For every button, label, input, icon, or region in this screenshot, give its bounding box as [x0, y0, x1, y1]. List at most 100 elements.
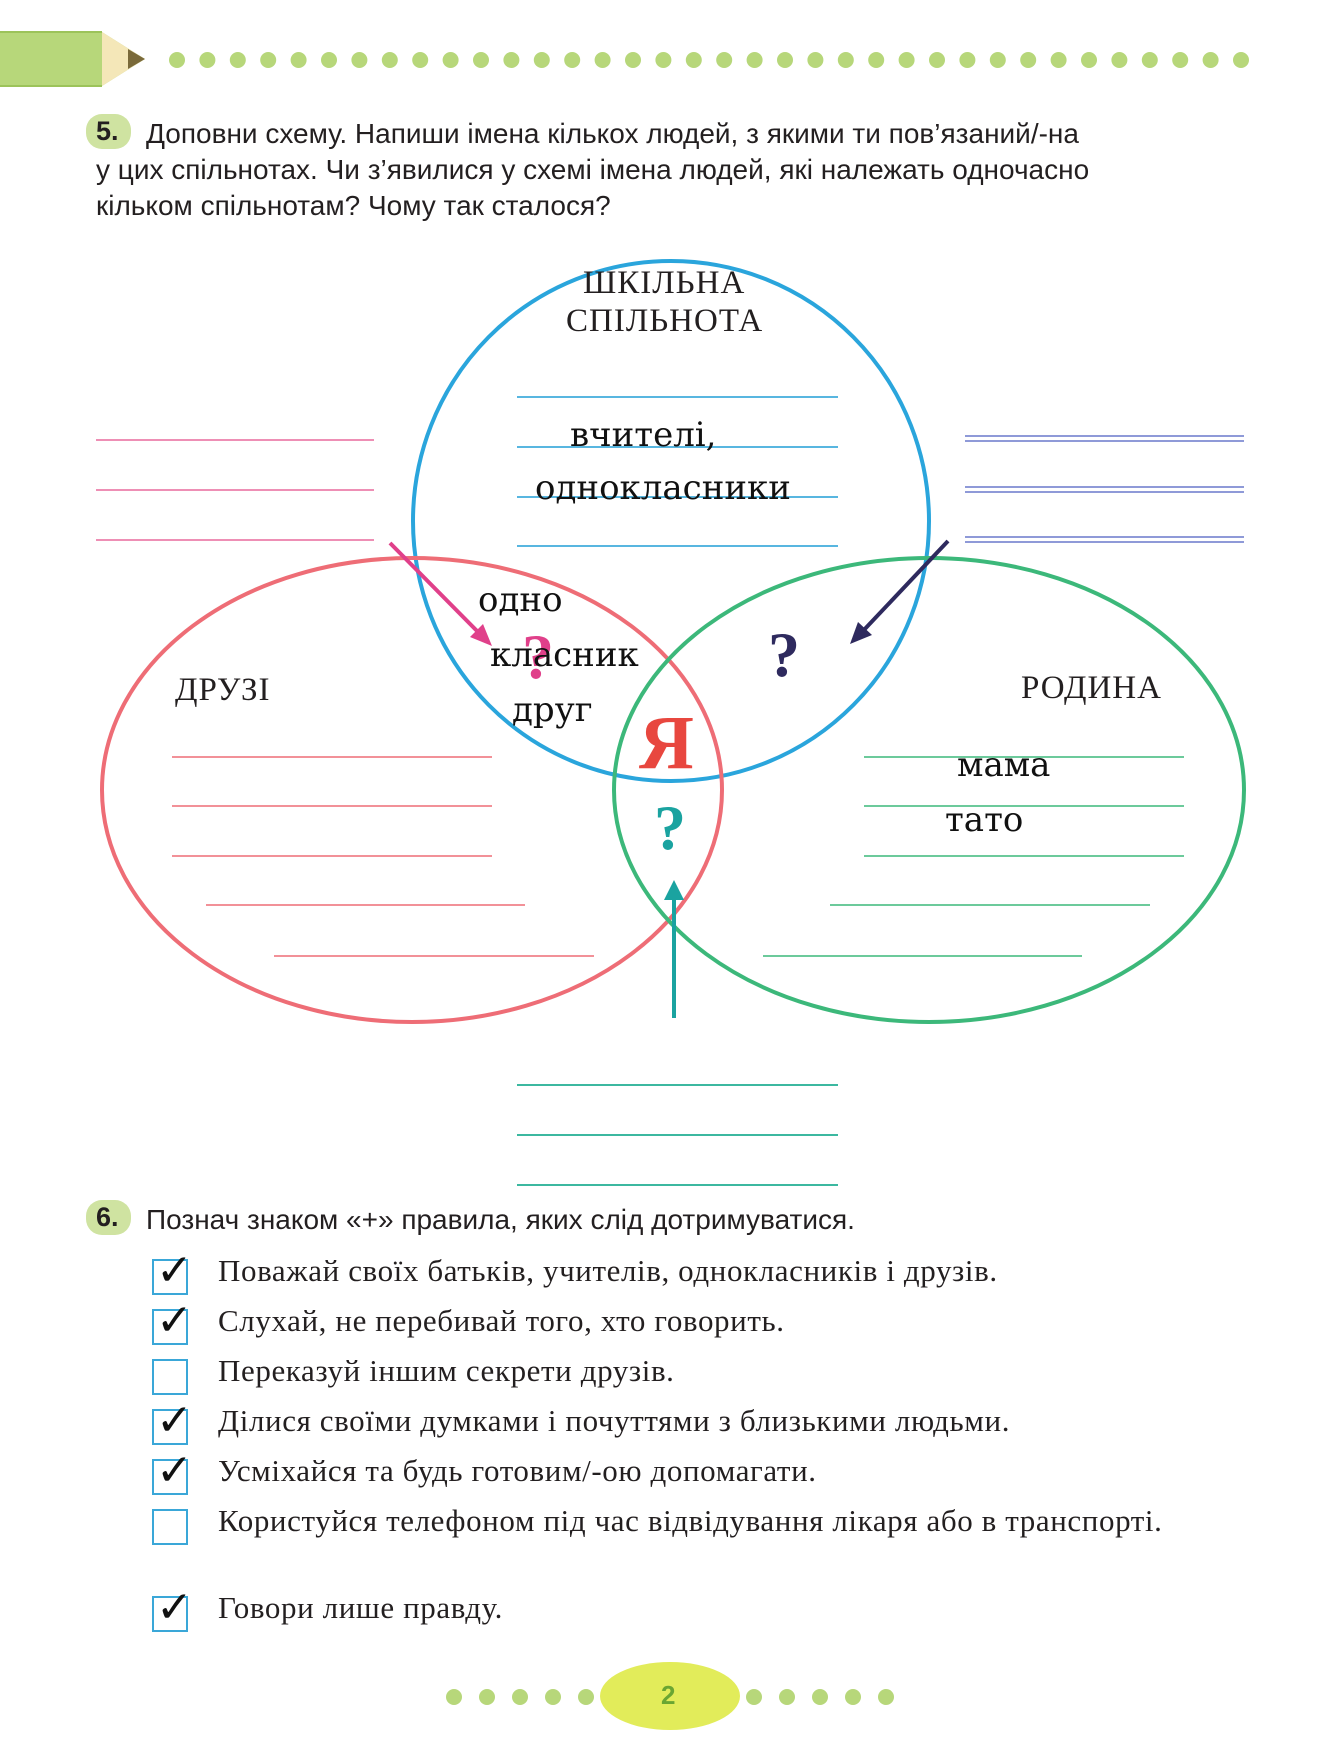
- border-dot: [1233, 52, 1249, 68]
- family-circle: [612, 556, 1246, 1024]
- border-dot: [1081, 52, 1097, 68]
- border-dot: [594, 52, 611, 68]
- border-dot: [812, 1689, 828, 1705]
- border-dot: [503, 52, 520, 68]
- center-ya-label: Я: [639, 701, 694, 785]
- check-mark-icon: ✓: [156, 1245, 193, 1296]
- page-number-oval: [600, 1662, 740, 1730]
- border-dot: [878, 1689, 894, 1705]
- rule-text: Ділися своїми думками і почуттями з близ…: [218, 1403, 1011, 1438]
- check-mark-icon: ✓: [156, 1582, 193, 1633]
- border-dot: [479, 1689, 495, 1705]
- rule-checkbox[interactable]: [152, 1596, 188, 1632]
- border-dot: [512, 1689, 528, 1705]
- border-dot: [578, 1689, 594, 1705]
- border-dot: [929, 52, 945, 68]
- border-dot: [746, 1689, 762, 1705]
- check-mark-icon: ✓: [156, 1295, 193, 1346]
- page-number: 2: [661, 1680, 676, 1710]
- border-dot: [381, 52, 398, 68]
- border-dot: [898, 52, 915, 68]
- rule-checkbox[interactable]: [152, 1309, 188, 1345]
- rule-item: ✓ Ділися своїми думками і почуттями з бл…: [152, 1399, 1252, 1453]
- rule-text: Користуйся телефоном під час відвідуванн…: [218, 1503, 1163, 1538]
- rule-text: Слухай, не перебивай того, хто говорить.: [218, 1303, 785, 1338]
- friends-outer-writing-lines: [96, 439, 374, 541]
- school-label-line-1: ШКІЛЬНА: [583, 265, 746, 301]
- border-dot: [1111, 52, 1128, 68]
- family-writing-lines: [763, 756, 1184, 957]
- border-dot: [1172, 52, 1189, 68]
- top-dot-border: [169, 52, 1249, 68]
- center-answer-writing-lines: [517, 1084, 838, 1186]
- rule-checkbox[interactable]: [152, 1459, 188, 1495]
- overlap-answer-line-2: класник: [490, 635, 639, 675]
- border-dot: [564, 52, 581, 68]
- border-dot: [746, 52, 763, 68]
- border-dot: [779, 1689, 795, 1705]
- rule-item: ✓ Слухай, не перебивай того, хто говорит…: [152, 1299, 1252, 1353]
- border-dot: [545, 1689, 561, 1705]
- border-dot: [959, 52, 976, 68]
- school-answer-line-1: вчителі,: [570, 415, 717, 455]
- dark-question-mark: ?: [768, 619, 800, 690]
- border-dot: [807, 52, 824, 68]
- rule-item: Переказуй іншим секрети друзів.: [152, 1353, 1252, 1403]
- rule-text: Поважай своїх батьків, учителів, однокла…: [218, 1253, 998, 1288]
- rule-text: Усміхайся та будь готовим/-ою допомагати…: [218, 1453, 817, 1488]
- border-dot: [1141, 52, 1158, 68]
- overlap-answer-line-1: одно: [478, 580, 563, 620]
- border-dot: [412, 52, 429, 68]
- border-dot: [845, 1689, 861, 1705]
- border-dot: [473, 52, 489, 68]
- teal-arrow: [664, 880, 684, 1018]
- border-dot: [777, 52, 793, 68]
- rule-item: ✓ Усміхайся та будь готовим/-ою допомага…: [152, 1449, 1252, 1503]
- school-label-line-2: СПІЛЬНОТА: [566, 303, 764, 339]
- overlap-answer-line-3: друг: [512, 690, 593, 730]
- border-dot: [1202, 52, 1219, 68]
- rule-checkbox[interactable]: [152, 1359, 188, 1395]
- school-writing-lines: [517, 396, 838, 547]
- border-dot: [260, 52, 277, 68]
- border-dot: [625, 52, 641, 68]
- border-dot: [1020, 52, 1037, 68]
- border-dot: [685, 52, 702, 68]
- border-dot: [351, 52, 368, 68]
- rule-item: Користуйся телефоном під час відвідуванн…: [152, 1503, 1252, 1583]
- pink-question-mark: ?: [522, 621, 554, 692]
- border-dot: [868, 52, 885, 68]
- friends-writing-lines: [172, 756, 594, 957]
- pink-arrow: [388, 541, 492, 646]
- border-dot: [446, 1689, 462, 1705]
- check-mark-icon: ✓: [156, 1395, 193, 1446]
- family-label: РОДИНА: [1021, 670, 1162, 706]
- pencil-icon: [0, 31, 145, 87]
- rule-text: Переказуй іншим секрети друзів.: [218, 1353, 675, 1388]
- task-6-text: Познач знаком «+» правила, яких слід дот…: [146, 1204, 855, 1235]
- family-answer-line-2: тато: [945, 800, 1024, 840]
- friends-circle: [100, 556, 724, 1024]
- task-5-text-line-3: кільком спільнотам? Чому так сталося?: [96, 190, 611, 221]
- rule-checkbox[interactable]: [152, 1509, 188, 1545]
- school-circle: [411, 259, 931, 783]
- rule-text: Говори лише правду.: [218, 1590, 503, 1625]
- task-6-number: 6.: [86, 1200, 131, 1235]
- family-outer-writing-lines: [965, 435, 1244, 543]
- border-dot: [442, 52, 459, 68]
- border-dot: [837, 52, 854, 68]
- border-dot: [1050, 52, 1067, 68]
- border-dot: [716, 52, 733, 68]
- rule-checkbox[interactable]: [152, 1259, 188, 1295]
- task-5-number: 5.: [86, 114, 131, 149]
- task-5-text-line-2: у цих спільнотах. Чи з’явилися у схемі і…: [96, 154, 1090, 185]
- border-dot: [290, 52, 307, 68]
- border-dot: [655, 52, 672, 68]
- school-answer-line-2: однокласники: [535, 468, 791, 508]
- rule-checkbox[interactable]: [152, 1409, 188, 1445]
- bottom-dot-border-right: [746, 1689, 894, 1705]
- friends-label: ДРУЗІ: [175, 672, 271, 708]
- border-dot: [989, 52, 1006, 68]
- border-dot: [199, 52, 216, 68]
- border-dot: [533, 52, 550, 68]
